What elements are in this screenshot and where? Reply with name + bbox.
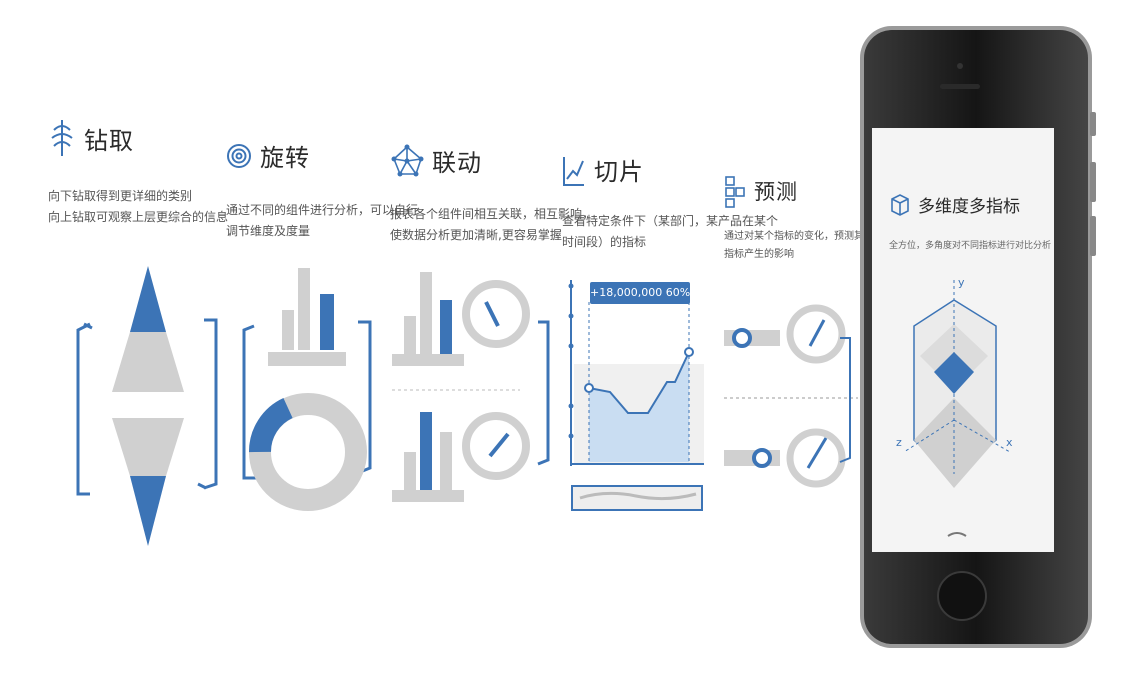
feature-forecast-title: 预测 (724, 174, 798, 208)
feature-title: 切片 (594, 158, 644, 186)
home-indicator-icon (947, 532, 967, 537)
feature-title: 旋转 (260, 144, 310, 172)
axis-y-label: y (958, 276, 965, 289)
axis-x-label: x (1006, 436, 1013, 449)
axis-z-label: z (896, 436, 902, 449)
multidimension-illustration: y z x (896, 276, 1013, 488)
feature-slice-desc: 查看特定条件下（某部门，某产品在某个 时间段）的指标 (562, 211, 778, 253)
slice-value-badge: +18,000,000 60% (590, 282, 690, 304)
phone-screen-title: 多维度多指标 (918, 197, 1020, 217)
feature-title: 预测 (754, 180, 798, 204)
desc-line: 指标产生的影响 (724, 249, 794, 260)
link-illustration (392, 272, 550, 502)
rotate-illustration (242, 268, 372, 511)
slice-illustration (568, 280, 704, 511)
feature-link-desc: 报表各个组件间相互关联，相互影响， 使数据分析更加清晰,更容易掌握 (390, 204, 594, 246)
phone-screen-header: 多维度多指标 (888, 192, 1020, 217)
drill-icon (51, 120, 73, 156)
desc-line: 通过对某个指标的变化，预测其对其他 (724, 231, 894, 242)
desc-line: 向上钻取可观察上层更综合的信息 (48, 210, 229, 224)
feature-drill-title: 钻取 (48, 118, 134, 158)
feature-title: 钻取 (84, 126, 134, 155)
drill-illustration (76, 266, 218, 546)
feature-rotate-title: 旋转 (226, 138, 310, 173)
cube-icon (891, 193, 909, 216)
network-icon (391, 144, 424, 176)
desc-line: 向下钻取得到更详细的类别 (48, 189, 193, 203)
forecast-illustration (724, 304, 858, 488)
desc-line: 时间段）的指标 (562, 235, 647, 249)
desc-line: 报表各个组件间相互关联，相互影响， (390, 207, 595, 221)
feature-rotate-desc: 通过不同的组件进行分析，可以自行 调节维度及度量 (226, 200, 418, 242)
feature-slice-title: 切片 (562, 152, 644, 187)
phone-screen-desc: 全方位，多角度对不同指标进行对比分析 (889, 241, 1052, 251)
feature-forecast-desc: 通过对某个指标的变化，预测其对其他 指标产生的影响 (724, 228, 894, 264)
feature-drill-desc: 向下钻取得到更详细的类别 向上钻取可观察上层更综合的信息 (48, 186, 228, 228)
slice-chart-icon (563, 156, 584, 186)
feature-title: 联动 (432, 149, 482, 177)
desc-line: 通过不同的组件进行分析，可以自行 (226, 203, 419, 217)
desc-line: 调节维度及度量 (226, 224, 311, 238)
forecast-icon (725, 176, 745, 208)
desc-line: 使数据分析更加清晰,更容易掌握 (390, 228, 562, 242)
desc-line: 查看特定条件下（某部门，某产品在某个 (562, 214, 779, 228)
feature-link-title: 联动 (390, 143, 482, 178)
rotate-icon (227, 143, 251, 168)
